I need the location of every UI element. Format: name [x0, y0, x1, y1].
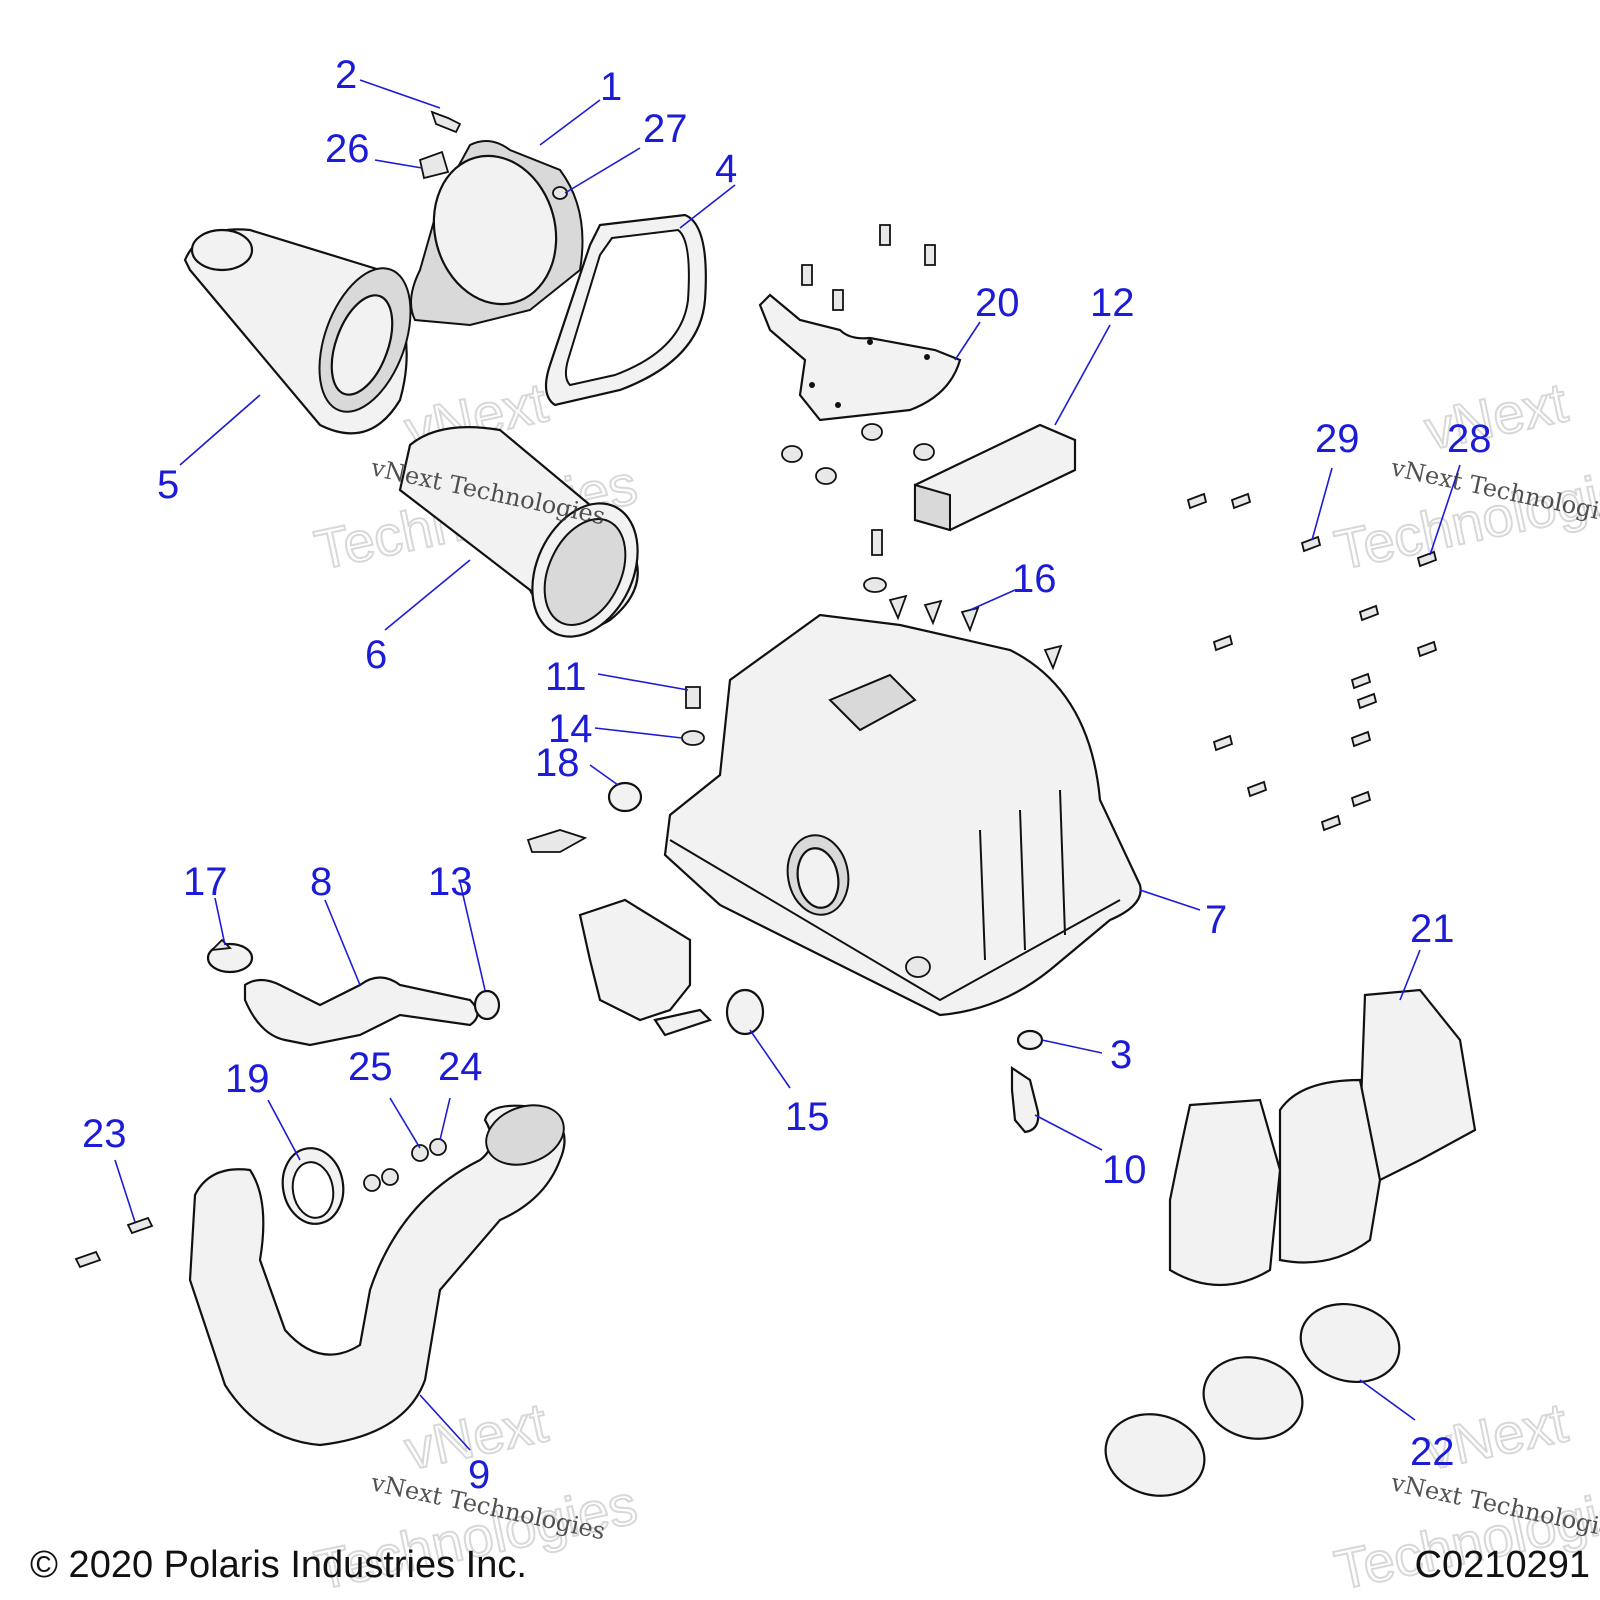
callout-5: 5	[157, 463, 179, 507]
part-pre-filter-sleeve	[398, 426, 639, 638]
part-clip-26	[418, 150, 450, 180]
part-clamps-22	[1104, 1302, 1401, 1497]
callout-3: 3	[1110, 1033, 1132, 1077]
callout-18: 18	[535, 741, 580, 785]
callout-4: 4	[715, 147, 737, 191]
callout-24: 24	[438, 1045, 483, 1089]
part-washer-27	[552, 186, 568, 200]
figure-code: C0210291	[1415, 1544, 1590, 1586]
callout-22: 22	[1410, 1430, 1455, 1474]
part-drain-valve	[1010, 1065, 1040, 1134]
callout-7: 7	[1205, 898, 1227, 942]
part-valve-assembly	[578, 898, 713, 1037]
part-clamp-13	[473, 989, 501, 1021]
part-grommets-24-25	[363, 1138, 447, 1192]
part-screws-23	[74, 1216, 154, 1269]
part-airbox-housing	[663, 613, 1142, 1017]
part-clamp-17	[206, 938, 254, 974]
part-sensor	[526, 829, 588, 853]
part-screw-2	[430, 110, 462, 134]
callout-14: 14	[548, 707, 593, 751]
callout-27: 27	[643, 107, 688, 151]
part-grommet-15	[725, 988, 765, 1036]
callout-16: 16	[1012, 557, 1057, 601]
callout-8: 8	[310, 860, 332, 904]
part-gasket	[544, 213, 707, 407]
callout-12: 12	[1090, 281, 1135, 325]
callout-2: 2	[335, 53, 357, 97]
callout-13: 13	[428, 860, 473, 904]
callout-29: 29	[1315, 417, 1360, 461]
part-air-filter	[183, 228, 412, 435]
callout-25: 25	[348, 1045, 393, 1089]
callout-9: 9	[468, 1453, 490, 1497]
part-grommet-18	[607, 781, 643, 813]
svg-text:vNext: vNext	[1419, 370, 1573, 461]
callout-23: 23	[82, 1112, 127, 1156]
callout-19: 19	[225, 1057, 270, 1101]
part-bracket	[758, 293, 962, 422]
callout-21: 21	[1410, 907, 1455, 951]
callout-20: 20	[975, 281, 1020, 325]
callout-15: 15	[785, 1095, 830, 1139]
part-foam-block	[913, 423, 1077, 532]
callout-1: 1	[600, 65, 622, 109]
part-cover-plate	[410, 140, 584, 327]
part-intake-ducts	[1168, 988, 1477, 1286]
callouts: 1 2 3 4 5 6 7 8 9 10 11 12 13 14 15 16 1…	[82, 53, 1492, 1497]
callout-6: 6	[365, 633, 387, 677]
copyright-text: © 2020 Polaris Industries Inc.	[30, 1544, 527, 1586]
part-o-ring-3	[1016, 1029, 1044, 1051]
part-seal-ring-19	[281, 1147, 345, 1225]
leader-lines	[114, 79, 1461, 1451]
callout-11: 11	[545, 655, 587, 699]
callout-10: 10	[1102, 1148, 1147, 1192]
part-breather-hose	[243, 976, 479, 1047]
part-bolt-set	[681, 224, 1438, 832]
callout-17: 17	[183, 860, 228, 904]
callout-26: 26	[325, 127, 370, 171]
part-intake-duct	[188, 1104, 566, 1447]
callout-28: 28	[1447, 417, 1492, 461]
